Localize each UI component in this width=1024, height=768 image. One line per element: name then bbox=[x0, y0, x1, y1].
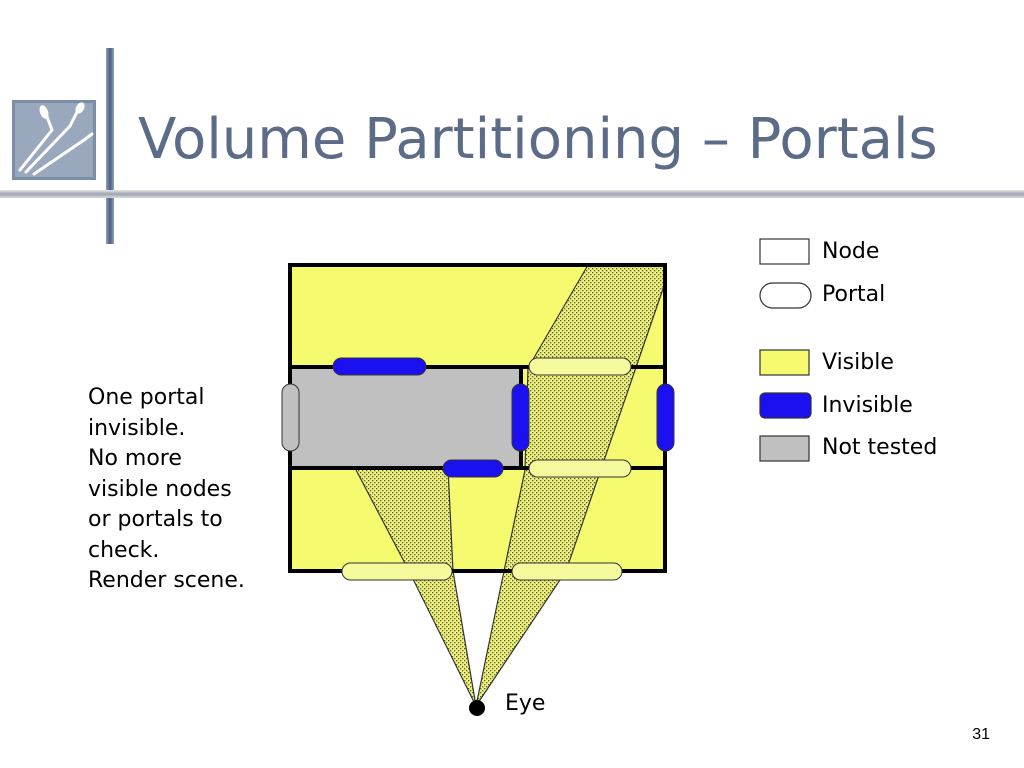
legend-invisible-swatch bbox=[759, 392, 812, 419]
portal-invisible-mid bbox=[511, 383, 530, 452]
caption-line: invisible. bbox=[88, 415, 186, 441]
portal-not-tested-left bbox=[281, 383, 300, 452]
legend-invisible-label: Invisible bbox=[822, 393, 913, 418]
title-underline bbox=[0, 190, 1024, 198]
eye-label: Eye bbox=[505, 691, 546, 716]
node-bottom-visible bbox=[290, 468, 665, 571]
slide-title: Volume Partitioning – Portals bbox=[138, 107, 938, 172]
legend-node-swatch bbox=[759, 238, 810, 265]
legend-visible-swatch bbox=[759, 349, 810, 376]
caption-text: One portal invisible. No more visible no… bbox=[88, 383, 278, 597]
legend-node-label: Node bbox=[822, 239, 880, 264]
caption-line: Render scene. bbox=[88, 568, 245, 593]
portal-visible-bottom-left bbox=[341, 562, 453, 581]
eye-point bbox=[469, 700, 485, 716]
portal-visible-top-right bbox=[528, 357, 632, 376]
caption-line: One portal bbox=[88, 385, 205, 410]
portal-invisible-right bbox=[656, 383, 675, 452]
portal-visible-bottom-right bbox=[511, 562, 623, 581]
legend-not-tested-label: Not tested bbox=[822, 435, 938, 460]
node-not-tested bbox=[290, 367, 521, 468]
title-vertical-bar bbox=[106, 48, 114, 244]
legend-visible-label: Visible bbox=[822, 350, 894, 375]
view-frustum-left bbox=[355, 468, 476, 706]
legend-portal-swatch bbox=[759, 282, 812, 309]
portal-invisible-top bbox=[332, 357, 427, 376]
caption-line: or portals to bbox=[88, 507, 223, 532]
caption-line: check. bbox=[88, 537, 160, 563]
portal-invisible-bottom bbox=[442, 459, 504, 478]
legend-not-tested-swatch bbox=[759, 435, 810, 462]
legend-portal-label: Portal bbox=[822, 282, 886, 307]
portal-visible-mid-right bbox=[528, 459, 632, 478]
caption-line: No more bbox=[88, 446, 182, 471]
slide-number: 31 bbox=[972, 726, 990, 743]
logo-icon bbox=[12, 100, 96, 180]
caption-line: visible nodes bbox=[88, 476, 232, 502]
